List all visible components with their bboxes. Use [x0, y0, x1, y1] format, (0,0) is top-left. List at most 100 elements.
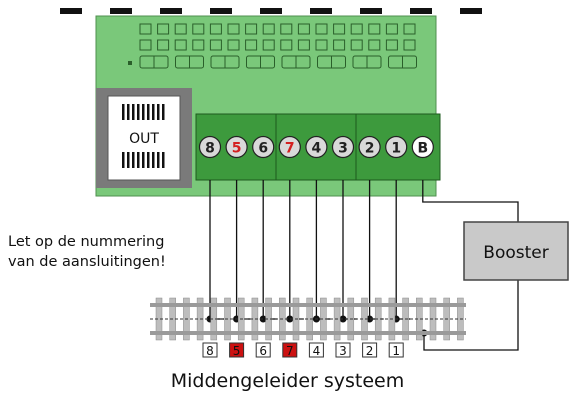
connector-pin: [132, 152, 135, 168]
chip: [403, 39, 416, 51]
section-label: 7: [286, 344, 294, 358]
connector-pin: [142, 104, 145, 120]
out-label: OUT: [129, 131, 159, 147]
connector-pin: [132, 104, 135, 120]
note-line-2: van de aansluitingen!: [8, 254, 166, 270]
chip: [227, 23, 240, 35]
connector-pin: [122, 152, 125, 168]
terminal-label: 3: [338, 141, 348, 157]
chip: [385, 23, 398, 35]
booster-label: Booster: [483, 243, 548, 263]
terminal-label: 7: [285, 141, 295, 157]
numbering-note: Let op de nummering van de aansluitingen…: [8, 232, 166, 272]
chip: [280, 23, 293, 35]
booster-wire-top: [422, 180, 519, 222]
booster-box: [463, 221, 569, 281]
section-label: 5: [233, 344, 241, 358]
chip: [192, 39, 205, 51]
terminal-screw: [385, 135, 408, 159]
connector-pins-bottom: [122, 152, 165, 168]
rail-bottom: [150, 331, 466, 335]
terminal-label: 8: [205, 141, 215, 157]
chip: [368, 39, 381, 51]
section-box: [308, 342, 324, 358]
chip: [245, 39, 258, 51]
track: [150, 297, 466, 341]
terminal-screw: [198, 135, 222, 159]
connector-pin: [137, 104, 140, 120]
chip: [315, 39, 328, 51]
chip: [245, 23, 258, 35]
out-connector: OUT: [96, 88, 192, 188]
section-label: 8: [206, 344, 214, 358]
chip: [174, 23, 187, 35]
diagram-caption: Middengeleider systeem: [170, 370, 405, 392]
chip: [209, 39, 222, 51]
chip: [297, 39, 310, 51]
chip: [297, 23, 310, 35]
chip: [174, 39, 187, 51]
connector-pins-top: OUT: [122, 104, 165, 147]
terminal-label: 2: [365, 141, 375, 157]
connector-pin: [122, 104, 125, 120]
section-box: [335, 342, 351, 358]
chip: [280, 39, 293, 51]
chip-rows: [128, 23, 417, 69]
terminal-label: 4: [312, 141, 322, 157]
section-label: 4: [313, 344, 321, 358]
chip: [333, 23, 346, 35]
connector-pin: [137, 152, 140, 168]
terminal-screw: [252, 135, 275, 159]
terminal-screw: [411, 135, 434, 159]
section-box: [282, 342, 298, 358]
terminal-label: 6: [258, 141, 268, 157]
section-label: 2: [366, 344, 374, 358]
chip: [385, 39, 398, 51]
chip: [192, 23, 205, 35]
section-label: 1: [392, 344, 400, 358]
connector-pin: [147, 152, 150, 168]
terminal-label: B: [417, 141, 428, 157]
chip: [333, 39, 346, 51]
chip: [403, 23, 416, 35]
booster-wire-bottom: [423, 280, 519, 351]
connector-pin: [157, 104, 160, 120]
section-box: [362, 342, 378, 358]
section-box: [229, 342, 245, 358]
chip: [157, 23, 170, 35]
chip: [209, 23, 222, 35]
connector-pin: [152, 152, 155, 168]
connector-pin: [127, 104, 130, 120]
terminal-label: 1: [391, 141, 401, 157]
section-box: [388, 342, 404, 358]
chip: [262, 23, 275, 35]
chip: [350, 39, 363, 51]
section-box: [202, 342, 218, 358]
section-label: 6: [259, 344, 267, 358]
connector-pin: [162, 152, 165, 168]
chip: [350, 23, 363, 35]
chip: [315, 23, 328, 35]
led-marker: [128, 61, 132, 65]
connector-pin: [147, 104, 150, 120]
connector-pin: [152, 104, 155, 120]
terminal-screw: [225, 135, 248, 159]
connector-pin: [142, 152, 145, 168]
terminal-screw: [278, 135, 301, 159]
chip: [227, 39, 240, 51]
chip: [139, 39, 152, 51]
connector-pin: [157, 152, 160, 168]
rail-top: [150, 303, 466, 307]
chip: [157, 39, 170, 51]
chip: [139, 23, 152, 35]
terminal-screw: [331, 135, 355, 159]
connector-pin: [162, 104, 165, 120]
terminal-screw: [305, 135, 328, 159]
terminal-screw: [358, 135, 381, 159]
connector-pin: [127, 152, 130, 168]
note-line-1: Let op de nummering: [8, 234, 165, 250]
section-box: [255, 342, 271, 358]
